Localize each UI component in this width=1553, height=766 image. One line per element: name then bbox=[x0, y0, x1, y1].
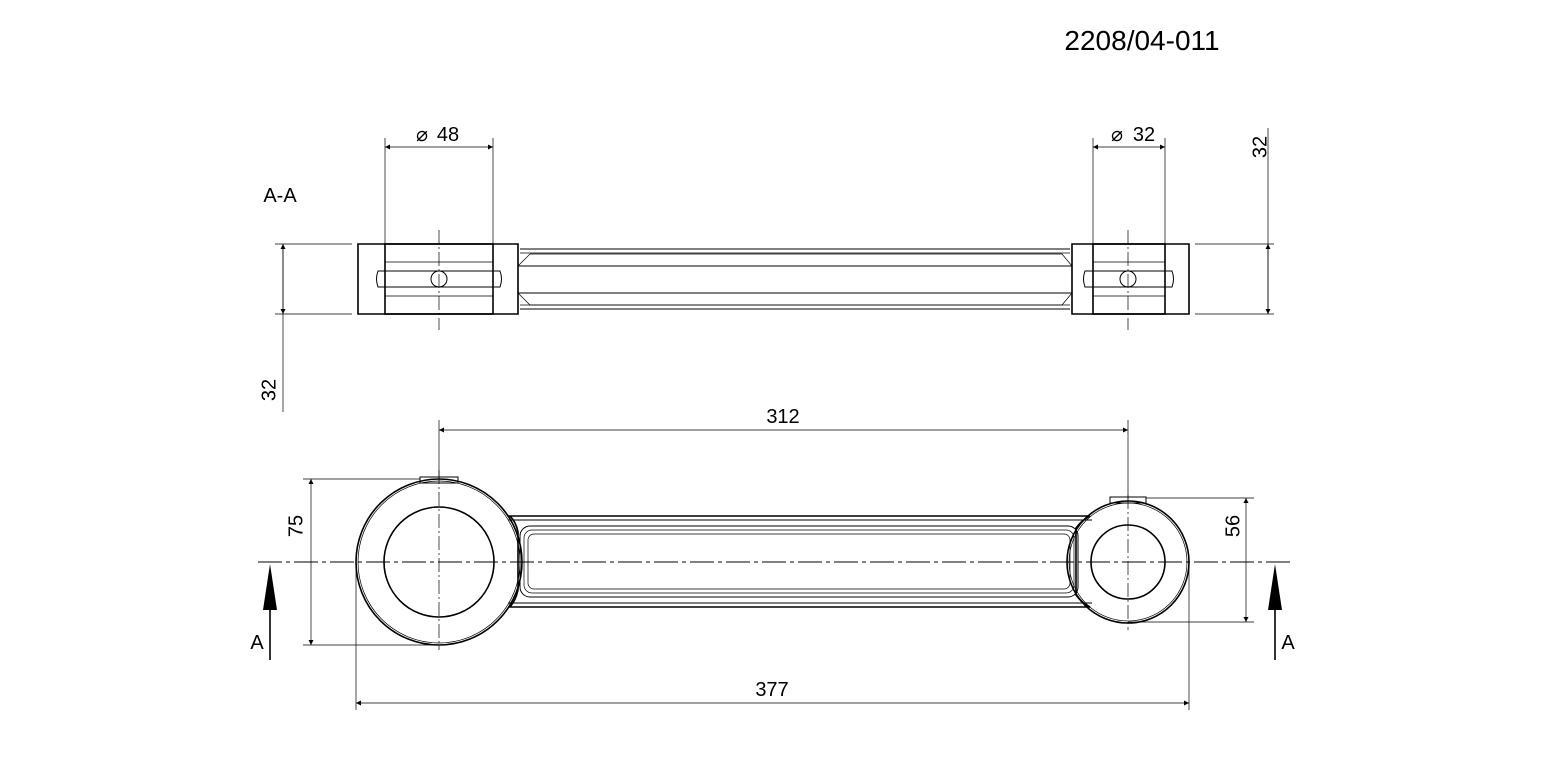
dim-label-bore-small: 32 bbox=[1133, 124, 1155, 146]
dim-big-end-height: 75 bbox=[285, 478, 439, 646]
dim-label-bore-large: 48 bbox=[437, 124, 459, 146]
dim-label-big-end-height: 75 bbox=[285, 515, 307, 537]
section-arrow-left: A bbox=[250, 564, 277, 660]
plan-view: 312 bbox=[250, 406, 1295, 710]
dim-small-end-height: 56 bbox=[1128, 497, 1254, 623]
dim-label-small-end-height: 56 bbox=[1222, 515, 1244, 537]
diameter-symbol-small: ⌀ bbox=[1111, 124, 1123, 146]
drawing-number: 2208/04-011 bbox=[1064, 25, 1219, 56]
dim-label-overall-length: 377 bbox=[755, 679, 788, 701]
diameter-symbol-large: ⌀ bbox=[416, 124, 428, 146]
section-arrow-left-label: A bbox=[250, 632, 264, 654]
big-end bbox=[355, 470, 523, 650]
section-arrow-right: A bbox=[1268, 564, 1295, 660]
section-arrow-right-label: A bbox=[1281, 632, 1295, 654]
dim-center-distance: 312 bbox=[438, 406, 1129, 500]
section-right-boss bbox=[1071, 243, 1190, 315]
dim-width-right: 32 bbox=[1195, 128, 1274, 315]
dim-label-width-left: 32 bbox=[258, 379, 280, 401]
dim-label-width-right: 32 bbox=[1249, 136, 1271, 158]
section-label: A-A bbox=[263, 185, 297, 207]
dim-label-center-distance: 312 bbox=[766, 406, 799, 428]
section-left-boss bbox=[357, 243, 519, 315]
section-rod-web bbox=[517, 248, 1073, 310]
dim-bore-small: ⌀ 32 bbox=[1092, 124, 1166, 244]
dim-width-left: 32 bbox=[258, 243, 352, 412]
dim-overall-length: 377 bbox=[355, 560, 1190, 710]
dim-bore-large: ⌀ 48 bbox=[384, 124, 494, 244]
section-view: A-A bbox=[258, 124, 1274, 412]
